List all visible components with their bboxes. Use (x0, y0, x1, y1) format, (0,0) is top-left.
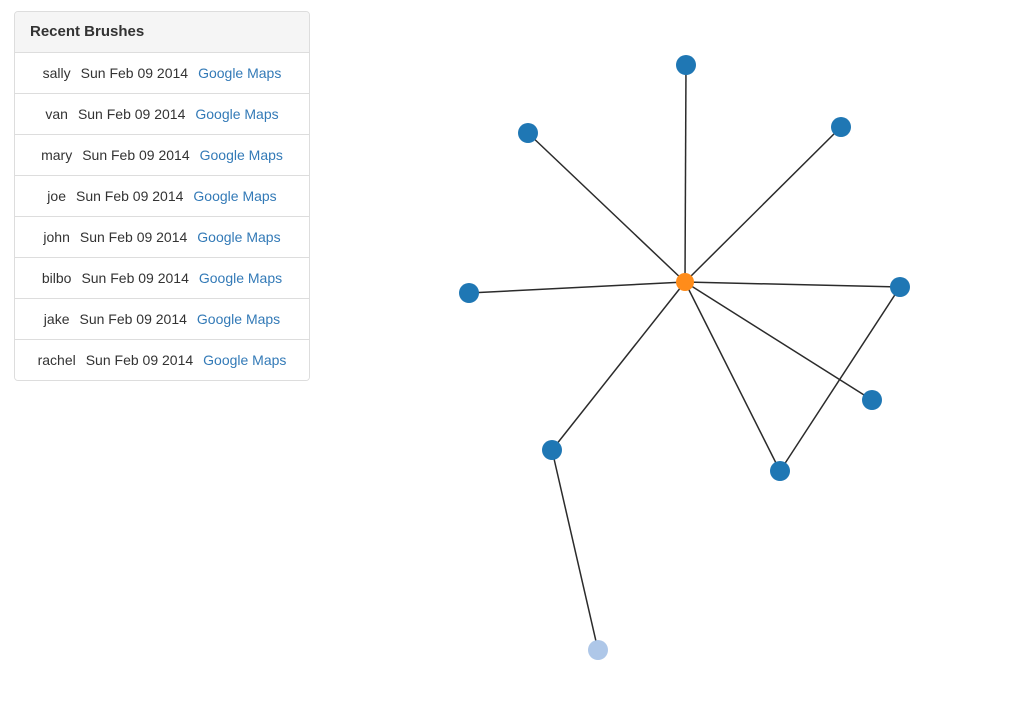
graph-node-bottom-mid[interactable] (770, 461, 790, 481)
graph-edge (684, 126, 842, 283)
graph-node-left[interactable] (459, 283, 479, 303)
brush-date: Sun Feb 09 2014 (82, 147, 190, 163)
list-item[interactable]: mary Sun Feb 09 2014 Google Maps (15, 135, 309, 176)
graph-edge (684, 64, 687, 283)
google-maps-link[interactable]: Google Maps (198, 65, 282, 81)
google-maps-link[interactable]: Google Maps (199, 147, 283, 163)
list-item[interactable]: sally Sun Feb 09 2014 Google Maps (15, 53, 309, 94)
graph-edge (527, 132, 686, 283)
list-item[interactable]: bilbo Sun Feb 09 2014 Google Maps (15, 258, 309, 299)
list-item[interactable]: van Sun Feb 09 2014 Google Maps (15, 94, 309, 135)
graph-edge (551, 449, 599, 651)
graph-node-upper-right[interactable] (831, 117, 851, 137)
list-item[interactable]: john Sun Feb 09 2014 Google Maps (15, 217, 309, 258)
graph-node-lower-right[interactable] (862, 390, 882, 410)
google-maps-link[interactable]: Google Maps (196, 311, 281, 327)
google-maps-link[interactable]: Google Maps (203, 352, 287, 368)
page-title: Recent Brushes (30, 23, 145, 40)
brush-name: rachel (37, 352, 76, 368)
graph-node-lower-left[interactable] (542, 440, 562, 460)
graph-edge (684, 281, 781, 472)
graph-node-upper-left[interactable] (518, 123, 538, 143)
google-maps-link[interactable]: Google Maps (197, 229, 281, 245)
brush-date: Sun Feb 09 2014 (80, 65, 189, 81)
brush-name: john (43, 229, 70, 245)
list-item[interactable]: rachel Sun Feb 09 2014 Google Maps (15, 340, 309, 380)
brush-date: Sun Feb 09 2014 (85, 352, 194, 368)
google-maps-link[interactable]: Google Maps (193, 188, 277, 204)
graph-nodes-layer (459, 55, 910, 660)
list-item[interactable]: jake Sun Feb 09 2014 Google Maps (15, 299, 309, 340)
brush-date: Sun Feb 09 2014 (79, 229, 188, 245)
graph-node-hub[interactable] (676, 273, 694, 291)
graph-node-faded-bottom[interactable] (588, 640, 608, 660)
graph-edge (684, 281, 901, 288)
brush-date: Sun Feb 09 2014 (81, 270, 189, 286)
graph-edge (779, 286, 901, 472)
brush-date: Sun Feb 09 2014 (79, 311, 187, 327)
brush-name: van (45, 106, 68, 122)
google-maps-link[interactable]: Google Maps (198, 270, 283, 286)
list-item[interactable]: joe Sun Feb 09 2014 Google Maps (15, 176, 309, 217)
graph-edge (684, 281, 873, 401)
graph-edge (468, 281, 686, 294)
brush-name: sally (42, 65, 71, 81)
google-maps-link[interactable]: Google Maps (195, 106, 279, 122)
graph-edge (551, 281, 686, 451)
brush-date: Sun Feb 09 2014 (75, 188, 184, 204)
brush-name: mary (41, 147, 73, 163)
brush-date: Sun Feb 09 2014 (77, 106, 186, 122)
brush-name: jake (43, 311, 70, 327)
graph-node-top[interactable] (676, 55, 696, 75)
brush-name: bilbo (41, 270, 72, 286)
graph-links-layer (468, 64, 901, 651)
graph-node-right[interactable] (890, 277, 910, 297)
panel-heading: Recent Brushes (15, 12, 309, 53)
brush-name: joe (47, 188, 66, 204)
